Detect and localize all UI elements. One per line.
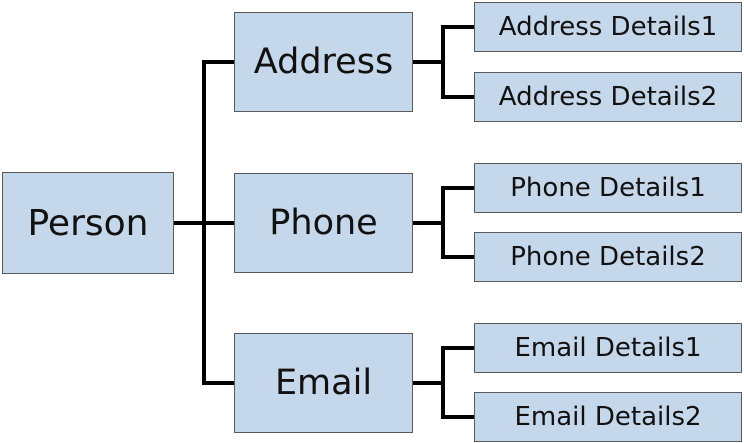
phone-details-1-node: Phone Details1: [474, 163, 742, 213]
phone-node: Phone: [234, 173, 413, 273]
address-details-1-node: Address Details1: [474, 2, 742, 52]
email-details-1-node: Email Details1: [474, 323, 742, 373]
email-node: Email: [234, 333, 413, 433]
person-node: Person: [2, 172, 174, 274]
address-details-2-node: Address Details2: [474, 72, 742, 122]
address-node: Address: [234, 12, 413, 112]
email-details-2-node: Email Details2: [474, 392, 742, 442]
phone-details-2-node: Phone Details2: [474, 232, 742, 282]
